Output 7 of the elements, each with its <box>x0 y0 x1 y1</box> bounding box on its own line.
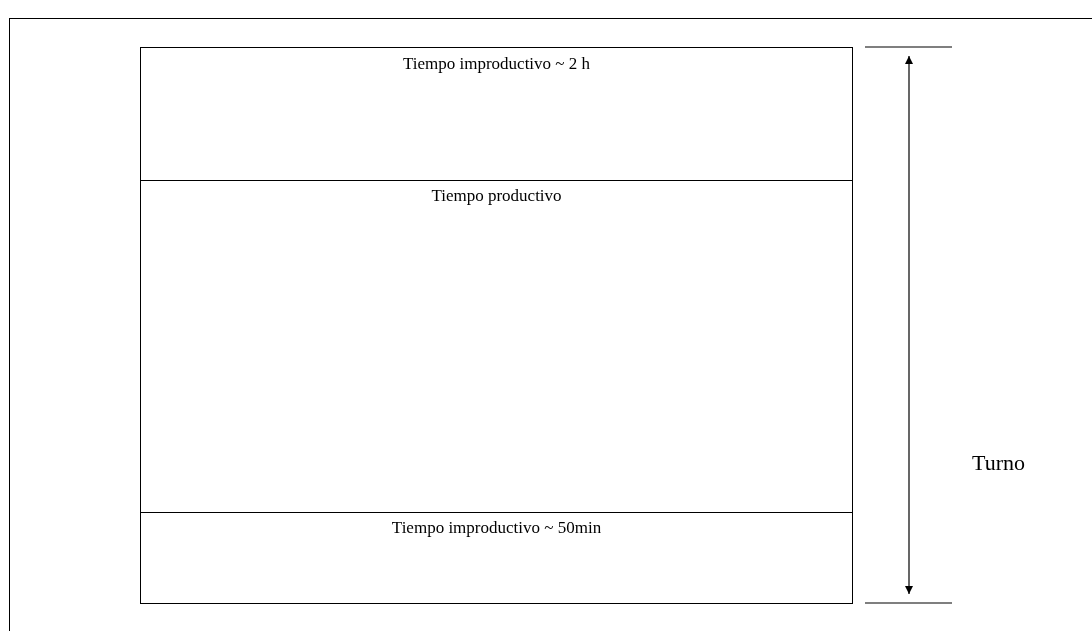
band-label: Tiempo productivo <box>431 186 562 206</box>
time-band <box>140 512 853 604</box>
time-band <box>140 47 853 181</box>
dimension-label: Turno <box>972 450 1025 476</box>
band-label: Tiempo improductivo ~ 2 h <box>402 54 591 74</box>
time-band <box>140 180 853 513</box>
band-label: Tiempo improductivo ~ 50min <box>391 518 602 538</box>
